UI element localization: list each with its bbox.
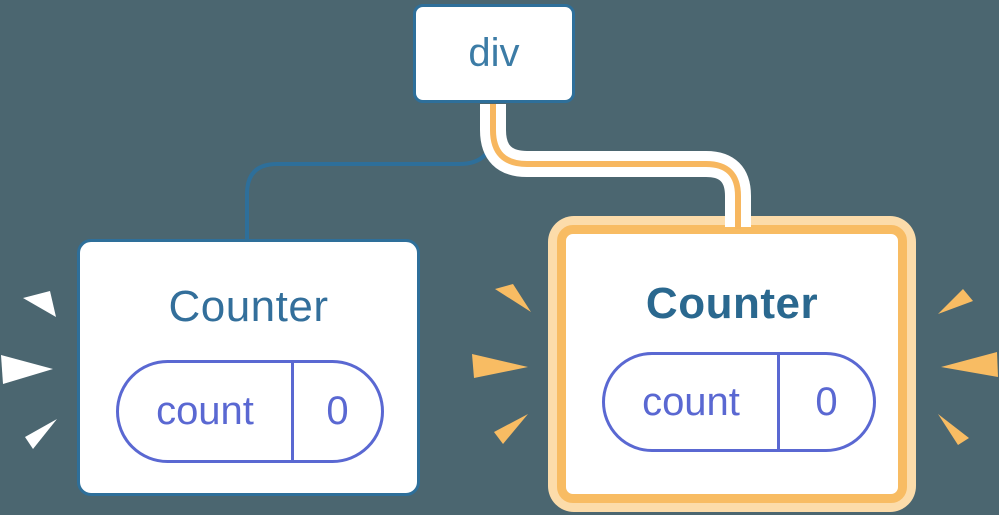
spark-burst-orange-right xyxy=(938,289,998,445)
spark-icon xyxy=(494,414,528,444)
root-node-div: div xyxy=(413,4,575,103)
spark-icon xyxy=(938,414,969,445)
counter-node-right-title: Counter xyxy=(645,279,819,328)
counter-node-right-highlight-ring: Counter count 0 xyxy=(548,216,916,512)
spark-icon xyxy=(23,291,56,317)
spark-icon xyxy=(25,419,57,449)
spark-burst-white-left xyxy=(1,291,57,449)
state-key-right: count xyxy=(605,355,780,449)
spark-icon xyxy=(938,289,973,314)
tree-edge-left xyxy=(245,104,495,241)
state-pill-right: count 0 xyxy=(602,352,876,452)
state-value-right: 0 xyxy=(815,379,838,424)
spark-icon xyxy=(1,355,53,384)
state-value-left: 0 xyxy=(326,389,349,433)
counter-node-left-title: Counter xyxy=(168,282,329,331)
spark-icon xyxy=(472,354,528,378)
state-key-left: count xyxy=(119,363,294,460)
spark-icon xyxy=(495,284,531,312)
counter-node-left: Counter count 0 xyxy=(77,239,420,496)
spark-burst-orange-left xyxy=(472,284,531,444)
tree-edge-right-outline xyxy=(480,104,751,227)
root-node-label: div xyxy=(468,31,520,75)
state-pill-left: count 0 xyxy=(116,360,384,463)
spark-icon xyxy=(941,352,998,377)
tree-edge-right xyxy=(490,104,741,229)
